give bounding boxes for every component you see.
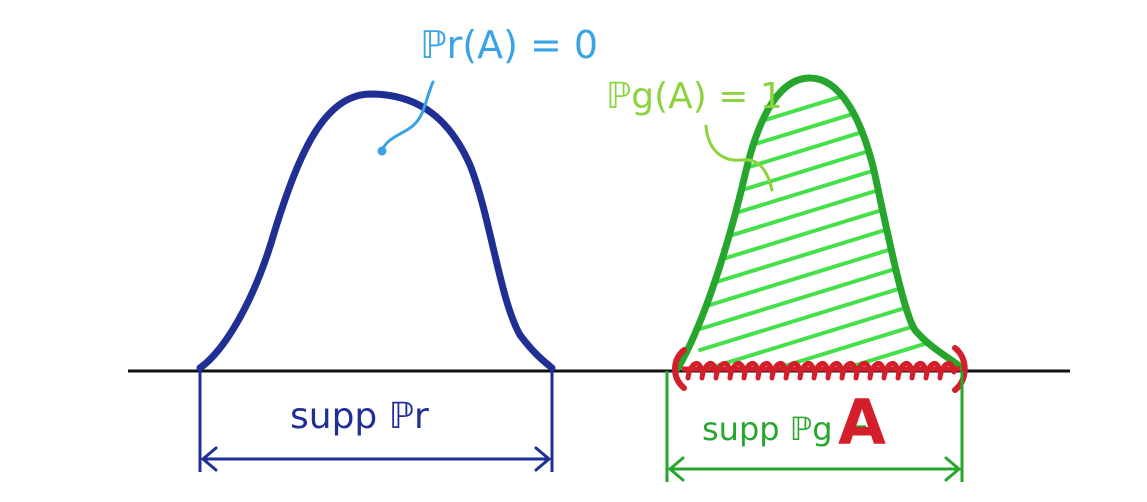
set-a-squiggle	[839, 361, 859, 381]
hatch-line	[698, 247, 962, 331]
set-a-squiggle	[727, 361, 747, 381]
pr-of-a-label: ℙr(A) = 0	[420, 23, 598, 67]
set-a-squiggle	[713, 361, 733, 381]
pr-annotation-dot	[377, 146, 387, 156]
supp-pg-arrow-right-head	[944, 456, 962, 482]
set-a-squiggle	[909, 361, 929, 381]
set-a-segment	[682, 361, 960, 381]
set-a-squiggle	[895, 361, 915, 381]
hatch-line	[698, 310, 962, 368]
supp-pr-arrow-left-head	[200, 446, 218, 472]
set-a-squiggle	[769, 361, 789, 381]
supp-pg-label: supp ℙg =	[702, 410, 869, 448]
set-a-squiggle	[853, 361, 873, 381]
set-a-squiggle	[867, 361, 887, 381]
set-a-left-bracket	[672, 347, 687, 391]
set-a-squiggle	[811, 361, 831, 381]
hatch-line	[698, 331, 962, 368]
supp-pg-arrow-left-head	[667, 456, 685, 482]
set-a-squiggle	[699, 361, 719, 381]
set-a-squiggle	[937, 361, 957, 381]
set-a-squiggle	[741, 361, 761, 381]
supp-pr-span	[198, 371, 554, 472]
set-a-label: A	[838, 386, 886, 459]
pr-annotation-leader	[380, 80, 435, 152]
supp-pr-label: supp ℙr	[290, 396, 429, 437]
set-a-squiggle	[755, 361, 775, 381]
set-a-squiggle	[783, 361, 803, 381]
set-a-squiggle	[923, 361, 943, 381]
set-a-right-bracket	[952, 345, 968, 393]
supp-pg-span	[665, 371, 964, 482]
hatch-line	[698, 289, 962, 368]
set-a-squiggle	[881, 361, 901, 381]
real-distribution-curve	[196, 90, 556, 372]
set-a-squiggle	[797, 361, 817, 381]
hatch-line	[698, 205, 962, 289]
pg-annotation-leader	[704, 124, 774, 192]
hatch-line	[698, 226, 962, 310]
set-a-squiggle	[825, 361, 845, 381]
generated-distribution-curve	[674, 74, 966, 372]
supp-pr-arrow-right-head	[534, 446, 552, 472]
set-a-squiggle	[685, 361, 705, 381]
pg-of-a-label: ℙg(A) = 1	[606, 76, 783, 117]
